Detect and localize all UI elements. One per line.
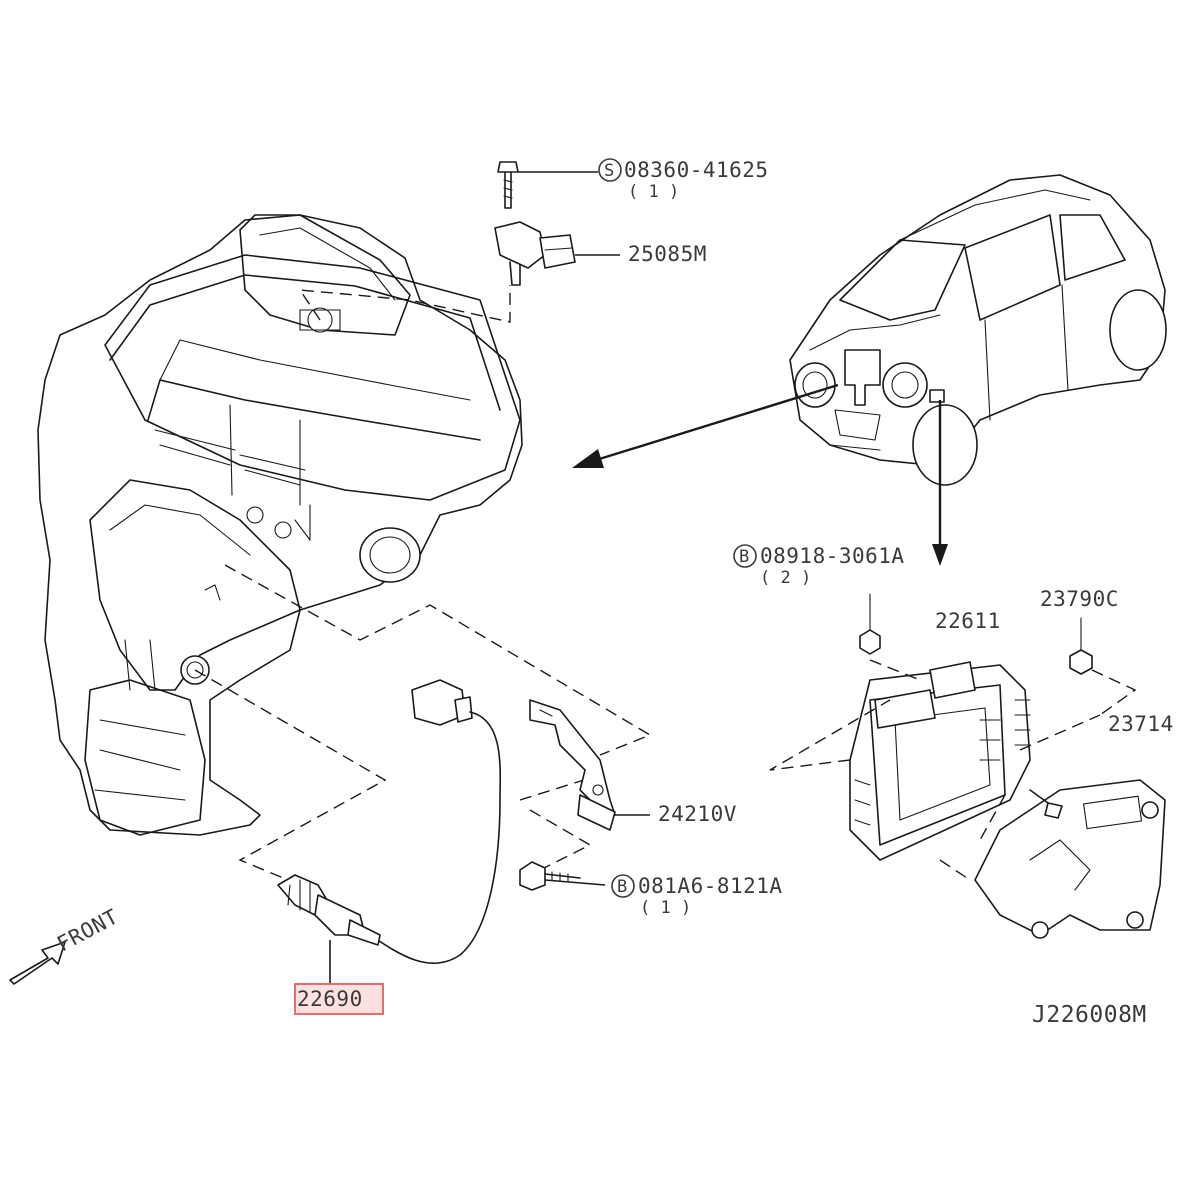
label-leaders (518, 171, 650, 886)
front-label: FRONT (53, 904, 122, 956)
screw-qty: ( 1 ) (628, 182, 679, 202)
ecm-part-number: 22611 (935, 609, 1001, 633)
ecm-group (769, 593, 1166, 939)
harness-bracket-group (519, 699, 616, 891)
nut-part-number: 23790C (1040, 587, 1119, 611)
ecm-bracket-part-number: 23714 (1108, 712, 1174, 736)
map-sensor-part-number: 25085M (628, 242, 707, 266)
map-sensor-group (494, 161, 576, 286)
bolt-ecm-prefix-circle (733, 544, 757, 568)
oxygen-sensor-group (277, 679, 502, 990)
drawing-code: J226008M (1032, 1002, 1147, 1028)
engine-leader-lines (194, 285, 652, 886)
car-illustration (789, 174, 1167, 486)
bolt-bracket-qty: ( 1 ) (640, 898, 691, 918)
bolt-ecm-prefix: B (739, 547, 749, 567)
bolt-bracket-part-number: 081A6-8121A (638, 874, 783, 898)
bolt-ecm-part-number: 08918-3061A (760, 544, 905, 568)
oxygen-sensor-part-number: 22690 (297, 987, 363, 1011)
engine-illustration (37, 214, 523, 836)
screw-prefix: S (604, 161, 614, 181)
bolt-bracket-prefix-circle (611, 874, 635, 898)
harness-bracket-part-number: 24210V (658, 802, 737, 826)
screw-prefix-circle (598, 158, 622, 182)
screw-part-number: 08360-41625 (624, 158, 769, 182)
bolt-ecm-qty: ( 2 ) (760, 568, 811, 588)
location-arrows (572, 383, 948, 566)
bolt-bracket-prefix: B (617, 877, 627, 897)
front-direction-arrow (9, 941, 66, 985)
highlight-box (294, 983, 384, 1015)
